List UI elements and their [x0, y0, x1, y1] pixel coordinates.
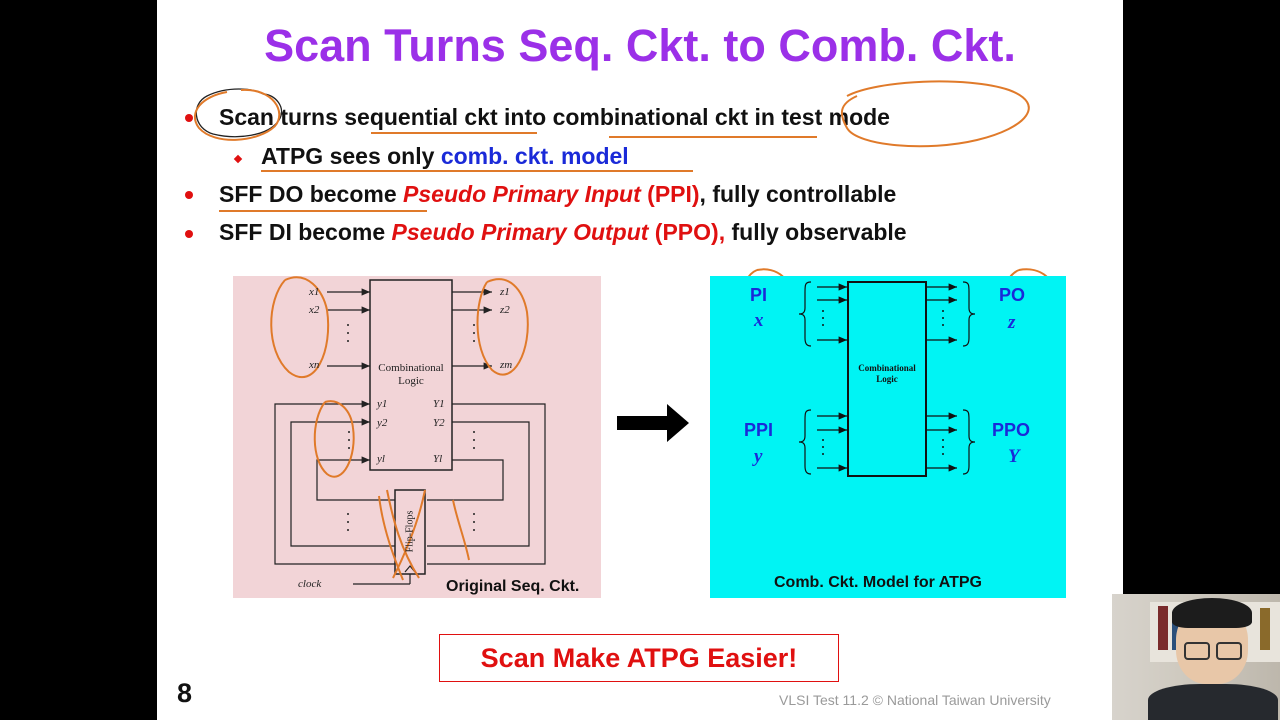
- output-label: zm: [500, 359, 513, 371]
- sub-bullet-text: ATPG sees only: [261, 143, 441, 169]
- state-in-label: yl: [377, 453, 385, 465]
- original-circuit-diagram: [193, 80, 1057, 585]
- bullet-3: SFF DI become Pseudo Primary Output (PPO…: [219, 219, 907, 246]
- presenter-webcam: [1112, 594, 1280, 720]
- glasses-right-icon: [1216, 642, 1242, 660]
- input-label: x1: [309, 286, 320, 298]
- sub-bullet-highlight: comb. ckt. model: [440, 143, 629, 169]
- comb-model-block-label: Combinational Logic: [848, 363, 926, 385]
- presenter-hair: [1172, 598, 1252, 628]
- ppo-label: PPO: [992, 420, 1031, 440]
- bullet-2-d: , fully controllable: [699, 181, 897, 207]
- comb-model-diagram: [798, 281, 976, 477]
- bullet-2: SFF DO become Pseudo Primary Input (PPI)…: [219, 181, 896, 208]
- clock-label: clock: [298, 578, 322, 590]
- input-label: xn: [309, 359, 320, 371]
- comb-logic-line-2: Logic: [398, 375, 424, 387]
- bullet-dot: [185, 114, 193, 122]
- comb-model-block-line-2: Logic: [876, 374, 898, 384]
- book: [1158, 606, 1168, 650]
- footer-text: VLSI Test 11.2 © National Taiwan Univers…: [779, 692, 1051, 708]
- comb-model-block-line-1: Combinational: [858, 363, 916, 373]
- bullet-2-c: (PPI): [640, 181, 700, 207]
- pi-label: PI: [750, 285, 768, 305]
- input-label: x2: [309, 304, 320, 316]
- bullet-3-b: Pseudo Primary Output: [391, 219, 649, 245]
- state-out-label: Yl: [433, 453, 443, 465]
- ppi-label: PPI: [744, 420, 774, 440]
- page-number: 8: [177, 678, 193, 708]
- slide: Scan Turns Seq. Ckt. to Comb. Ckt. Scan …: [157, 0, 1123, 720]
- state-out-label: Y2: [433, 417, 445, 429]
- state-in-label: y2: [377, 417, 388, 429]
- transform-arrow: [617, 404, 689, 442]
- bullet-3-d: fully observable: [725, 219, 907, 245]
- bullet-dot: [185, 230, 193, 238]
- comb-model-figure: [710, 276, 1066, 598]
- bullet-2-a: SFF DO become: [219, 181, 404, 207]
- comb-logic-line-1: Combinational: [378, 362, 444, 374]
- bullet-dot: [185, 191, 193, 199]
- pi-var: x: [754, 310, 764, 331]
- output-label: z1: [500, 286, 510, 298]
- slide-title: Scan Turns Seq. Ckt. to Comb. Ckt.: [264, 20, 1016, 71]
- comb-logic-label: Combinational Logic: [370, 362, 452, 388]
- state-in-label: y1: [377, 398, 388, 410]
- callout-box: Scan Make ATPG Easier!: [439, 634, 839, 682]
- bullet-1: Scan turns sequential ckt into combinati…: [219, 104, 890, 131]
- glasses-left-icon: [1184, 642, 1210, 660]
- state-out-label: Y1: [433, 398, 445, 410]
- bullet-1-text: Scan turns sequential ckt into combinati…: [219, 104, 890, 130]
- original-circuit-caption: Original Seq. Ckt.: [446, 578, 580, 595]
- bullet-2-b: Pseudo Primary Input: [403, 181, 641, 207]
- po-label: PO: [999, 285, 1026, 305]
- presenter-jacket: [1148, 684, 1278, 720]
- po-var: z: [1008, 312, 1016, 333]
- bullet-3-c: (PPO),: [648, 219, 726, 245]
- bullet-3-a: SFF DI become: [219, 219, 392, 245]
- sub-bullet: ATPG sees only comb. ckt. model: [261, 143, 629, 170]
- ppi-var: y: [754, 446, 763, 467]
- book: [1260, 608, 1270, 650]
- output-label: z2: [500, 304, 510, 316]
- ppo-var: Y: [1008, 446, 1020, 467]
- comb-model-caption: Comb. Ckt. Model for ATPG: [774, 574, 982, 591]
